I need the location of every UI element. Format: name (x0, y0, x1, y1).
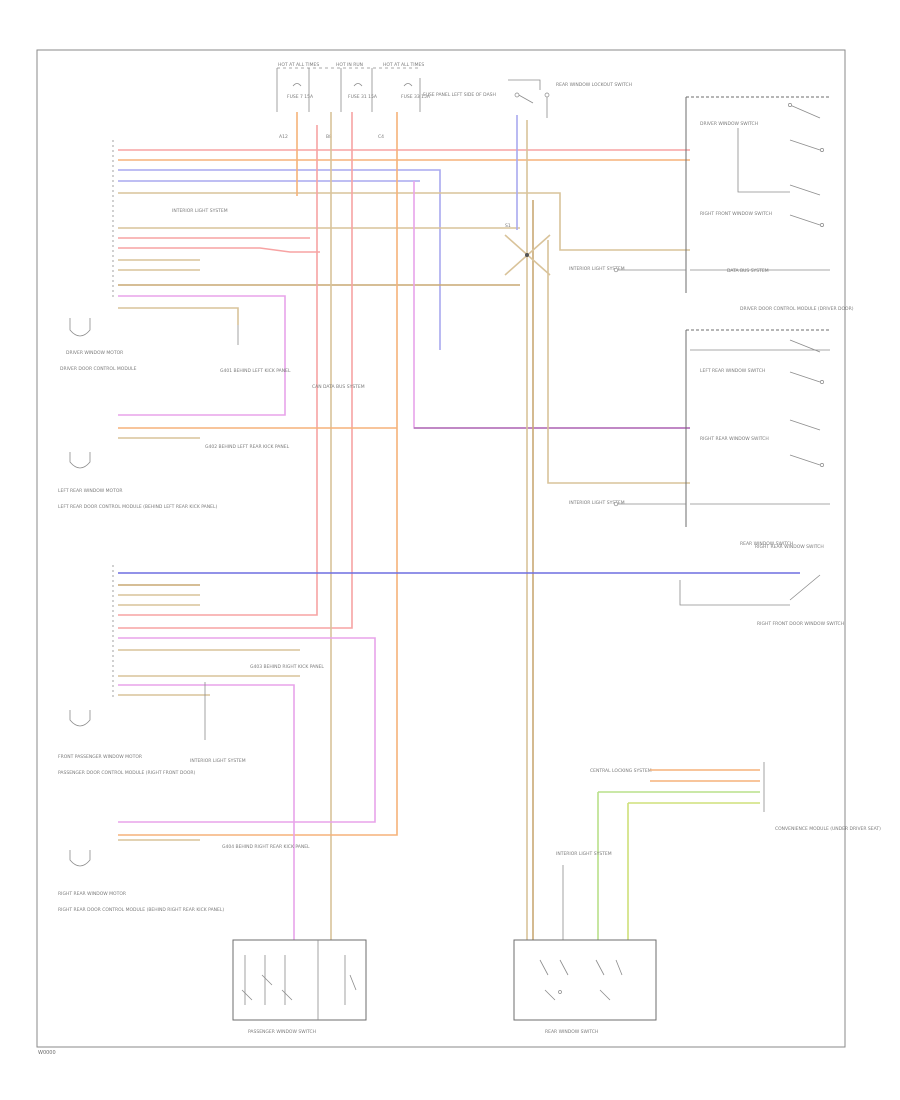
data-bus-label: DATA BUS SYSTEM (727, 268, 769, 274)
driver-window-switch-block: DRIVER WINDOW SWITCH RIGHT FRONT WINDOW … (685, 96, 854, 312)
fuse-panel-note: FUSE PANEL LEFT SIDE OF DASH (423, 92, 496, 98)
fuse-pin-3: C4 (378, 134, 384, 140)
interior-light-ref-3: INTERIOR LIGHT SYSTEM (190, 758, 246, 764)
right-rear-motor-label: RIGHT REAR WINDOW MOTOR (58, 891, 126, 897)
driver-door-switch-box: PASSENGER WINDOW SWITCH (232, 939, 367, 1035)
interior-light-ref-1: INTERIOR LIGHT SYSTEM (569, 266, 625, 272)
driver-window-motor: DRIVER DOOR CONTROL MODULE DRIVER WINDOW… (60, 318, 137, 372)
interior-light-ref-2: INTERIOR LIGHT SYSTEM (569, 500, 625, 506)
convenience-module-label: CONVENIENCE MODULE (UNDER DRIVER SEAT) (775, 826, 881, 832)
top-fuse-label-b: HOT IN RUN (336, 62, 363, 68)
left-rear-motor-label: LEFT REAR WINDOW MOTOR (58, 488, 123, 494)
right-front-door-label: RIGHT FRONT DOOR WINDOW SWITCH (757, 621, 844, 627)
lockout-switch-top: REAR WINDOW LOCKOUT SWITCH (508, 79, 632, 118)
right-rear-switch-label: RIGHT REAR WINDOW SWITCH (700, 436, 769, 442)
right-ground-refs: INTERIOR LIGHT SYSTEM INTERIOR LIGHT SYS… (569, 266, 686, 507)
passenger-harness: RIGHT REAR WINDOW SWITCH RIGHT FRONT DOO… (112, 544, 844, 940)
driver-window-motor-label: DRIVER WINDOW MOTOR (66, 350, 123, 356)
rear-window-switch-block: LEFT REAR WINDOW SWITCH RIGHT REAR WINDO… (685, 329, 830, 547)
rear-seat-switch-label: REAR WINDOW SWITCH (740, 541, 793, 547)
left-rear-switch-label: LEFT REAR WINDOW SWITCH (700, 368, 765, 374)
driver-door-module-left: DRIVER DOOR CONTROL MODULE (60, 366, 137, 372)
can-system-label: CAN DATA BUS SYSTEM (312, 384, 365, 390)
left-components: DRIVER DOOR CONTROL MODULE DRIVER WINDOW… (58, 318, 397, 913)
upper-harness (112, 140, 690, 416)
front-pass-module-label: PASSENGER DOOR CONTROL MODULE (RIGHT FRO… (58, 770, 196, 776)
fuse-2-label: FUSE 31 15A (348, 94, 378, 100)
right-rear-window-switch-label: RIGHT REAR WINDOW SWITCH (755, 544, 824, 550)
driver-window-switch-bottom: PASSENGER WINDOW SWITCH (248, 1029, 316, 1035)
central-switch-label: REAR WINDOW SWITCH (545, 1029, 598, 1035)
g-left-rear-label: G402 BEHIND LEFT REAR KICK PANEL (205, 444, 290, 450)
left-rear-motor: LEFT REAR WINDOW MOTOR LEFT REAR DOOR CO… (58, 452, 217, 510)
top-fuse-label-a: HOT AT ALL TIMES (278, 62, 319, 68)
convenience-module-connections: CENTRAL LOCKING SYSTEM CONVENIENCE MODUL… (556, 762, 881, 940)
fuse-1-label: FUSE 7 15A (287, 94, 314, 100)
diagram-frame (36, 49, 846, 1048)
left-rear-module-label: LEFT REAR DOOR CONTROL MODULE (BEHIND LE… (58, 504, 217, 510)
g-left-kick-label: G401 BEHIND LEFT KICK PANEL (220, 368, 291, 374)
splice-label: S1 (505, 223, 511, 229)
central-locking-label: CENTRAL LOCKING SYSTEM (590, 768, 652, 774)
g-right-rear-label: G404 BEHIND RIGHT REAR KICK PANEL (222, 844, 310, 850)
front-pass-motor-label: FRONT PASSENGER WINDOW MOTOR (58, 754, 142, 760)
fuse-pin-2: B8 (326, 134, 332, 140)
fuse-pin-1: A12 (279, 134, 288, 140)
top-fuse-label-c: HOT AT ALL TIMES (383, 62, 424, 68)
rear-lockout-label: REAR WINDOW LOCKOUT SWITCH (556, 82, 632, 88)
right-front-switch-label: RIGHT FRONT WINDOW SWITCH (700, 211, 772, 217)
g-right-kick-label: G403 BEHIND RIGHT KICK PANEL (250, 664, 324, 670)
driver-door-module-label: DRIVER DOOR CONTROL MODULE (DRIVER DOOR) (740, 306, 854, 312)
right-rear-motor: RIGHT REAR WINDOW MOTOR RIGHT REAR DOOR … (58, 850, 224, 913)
vertical-feeds: S1 (118, 112, 690, 940)
central-window-switch-box: REAR WINDOW SWITCH (513, 939, 657, 1035)
right-rear-module-label: RIGHT REAR DOOR CONTROL MODULE (BEHIND R… (58, 907, 224, 913)
interior-light-ref-top: INTERIOR LIGHT SYSTEM (172, 208, 228, 214)
fuse-3-label: FUSE 33 15A (401, 94, 431, 100)
top-fuse-headers: HOT AT ALL TIMES HOT IN RUN HOT AT ALL T… (276, 62, 496, 140)
driver-window-switch-label: DRIVER WINDOW SWITCH (700, 121, 758, 127)
front-passenger-motor: FRONT PASSENGER WINDOW MOTOR PASSENGER D… (58, 710, 196, 776)
diagram-id: W0000 (38, 1050, 56, 1056)
interior-light-ref-4: INTERIOR LIGHT SYSTEM (556, 851, 612, 857)
